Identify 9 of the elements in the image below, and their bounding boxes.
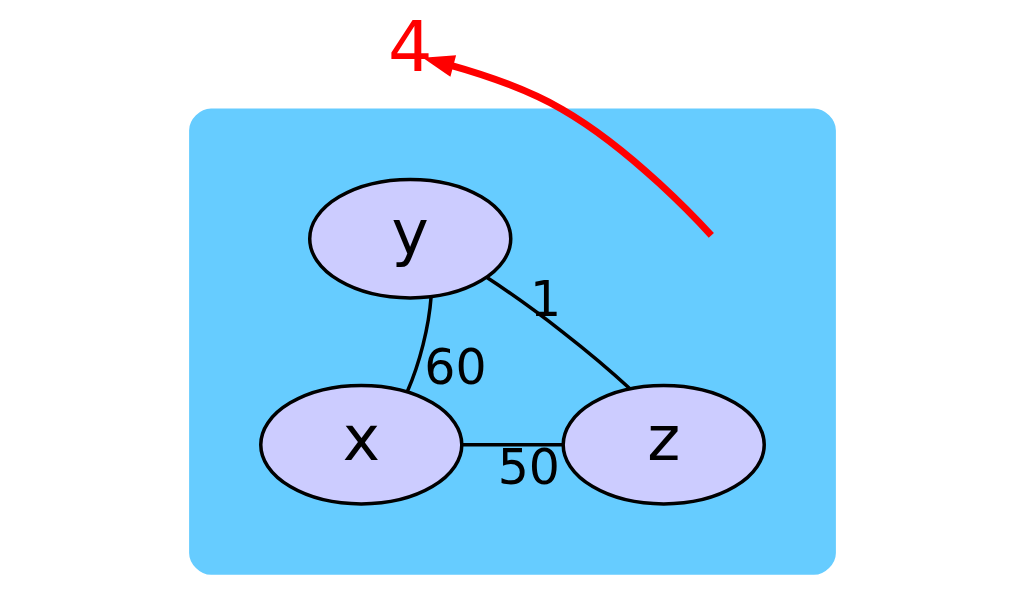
connector	[461, 443, 563, 447]
connector	[485, 276, 631, 390]
node-ellipse: y	[307, 177, 512, 300]
cluster	[188, 108, 836, 575]
edge-label: 50	[497, 438, 560, 496]
arrow	[422, 55, 714, 238]
node-text: 4	[387, 5, 432, 87]
connector	[405, 296, 433, 393]
node-ellipse: z	[560, 383, 766, 506]
